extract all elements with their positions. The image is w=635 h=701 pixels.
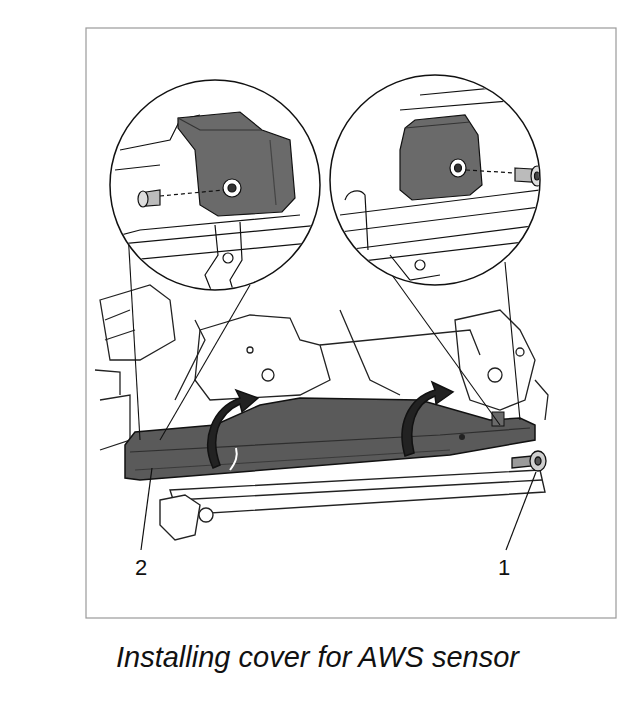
bolt: [512, 451, 546, 471]
rotation-arrow: [208, 382, 453, 470]
detail-circle-right: [330, 75, 543, 285]
callout-number: 2: [135, 556, 147, 580]
leader-line: [141, 468, 536, 550]
aws-cover: [125, 398, 535, 480]
figure-frame: [86, 28, 616, 618]
figure-caption: Installing cover for AWS sensor: [116, 642, 519, 674]
callout-number: 1: [498, 556, 510, 580]
detail-circle-left: [110, 80, 320, 300]
support-rod: [160, 470, 545, 540]
